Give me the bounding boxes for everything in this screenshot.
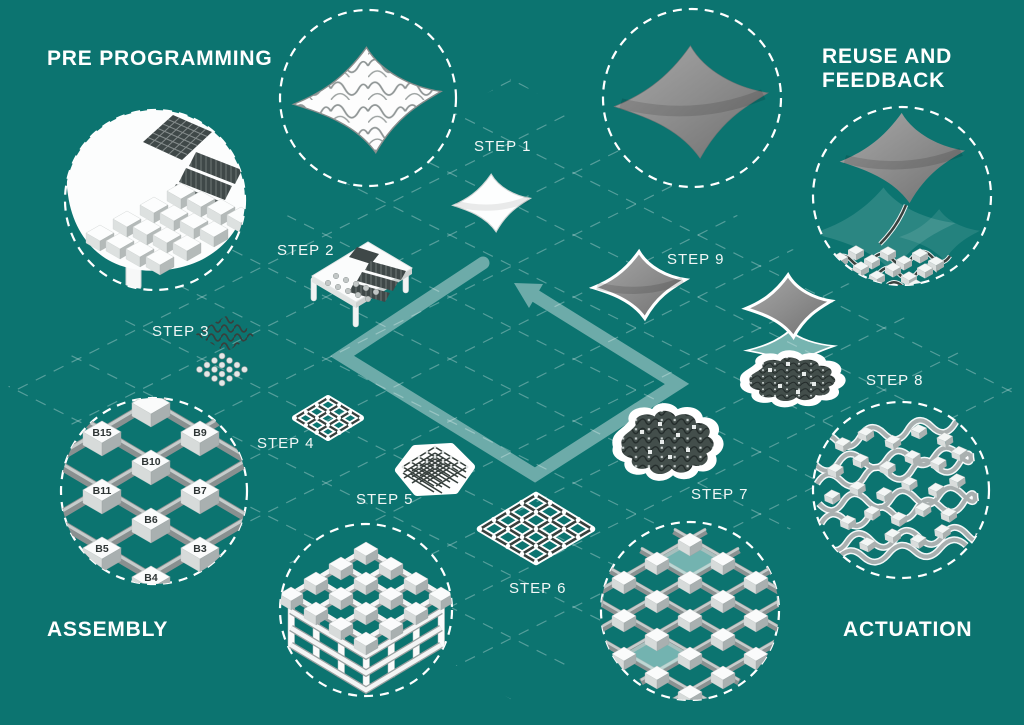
assembly-node-labels: B15 B9 B10 B11 B7 B6 B5 B3 B4	[92, 427, 206, 584]
stacked-lattice-detail	[280, 541, 452, 695]
assembly-detail: B15 B9 B10 B11 B7 B6 B5 B3 B4	[61, 398, 247, 584]
step-label-8: STEP 8	[866, 372, 924, 389]
icon-step7-crumpled-mesh	[612, 403, 724, 481]
icon-step5-stacked-lattice	[395, 443, 475, 496]
icon-step3-voxel-dots	[196, 352, 248, 387]
lattice-top	[280, 541, 452, 656]
cycle-arrow	[329, 256, 690, 483]
icon-step2-programming-table	[310, 241, 413, 328]
arrowhead-icon	[514, 283, 543, 308]
icon-step4-flat-lattice	[292, 395, 364, 441]
table-slat-banks	[349, 261, 406, 302]
phase-title-pre-programming: PRE PROGRAMMING	[47, 47, 273, 70]
lattice-layers	[289, 607, 443, 695]
node-label: B5	[95, 543, 109, 555]
grid-panel-lines	[147, 117, 208, 158]
node-label: B15	[92, 427, 111, 439]
phase-title-reuse-feedback: REUSE AND FEEDBACK	[822, 45, 953, 92]
icon-step6-flat-lattice	[476, 491, 596, 566]
actuated-cell	[657, 540, 723, 578]
icon-step8-release-stack	[739, 273, 846, 408]
table-knobs	[324, 272, 380, 303]
step-label-2: STEP 2	[277, 242, 335, 259]
pre-programming-detail	[66, 110, 245, 290]
icon-step3-chain-mesh	[195, 316, 257, 387]
phase-title-assembly: ASSEMBLY	[47, 618, 169, 641]
step-label-4: STEP 4	[257, 435, 315, 452]
mesh-micro-cubes	[640, 422, 696, 459]
node-label: B11	[93, 485, 112, 497]
node-label: B6	[144, 514, 158, 526]
node-label: B9	[193, 427, 207, 439]
actuated-cell	[624, 635, 690, 673]
released-mesh-detail	[813, 410, 983, 566]
step-label-1: STEP 1	[474, 138, 532, 155]
phase-title-actuation: ACTUATION	[843, 618, 973, 641]
node-label: B10	[141, 456, 160, 468]
table-grid-panel	[349, 247, 379, 264]
step-label-9: STEP 9	[667, 251, 725, 268]
step-label-6: STEP 6	[509, 580, 567, 597]
node-label: B7	[193, 485, 207, 497]
step-label-7: STEP 7	[691, 486, 749, 503]
node-label: B3	[193, 543, 207, 555]
node-label: B4	[144, 572, 158, 584]
step-label-5: STEP 5	[356, 491, 414, 508]
actuation-detail	[601, 527, 779, 700]
step-label-3: STEP 3	[152, 323, 210, 340]
